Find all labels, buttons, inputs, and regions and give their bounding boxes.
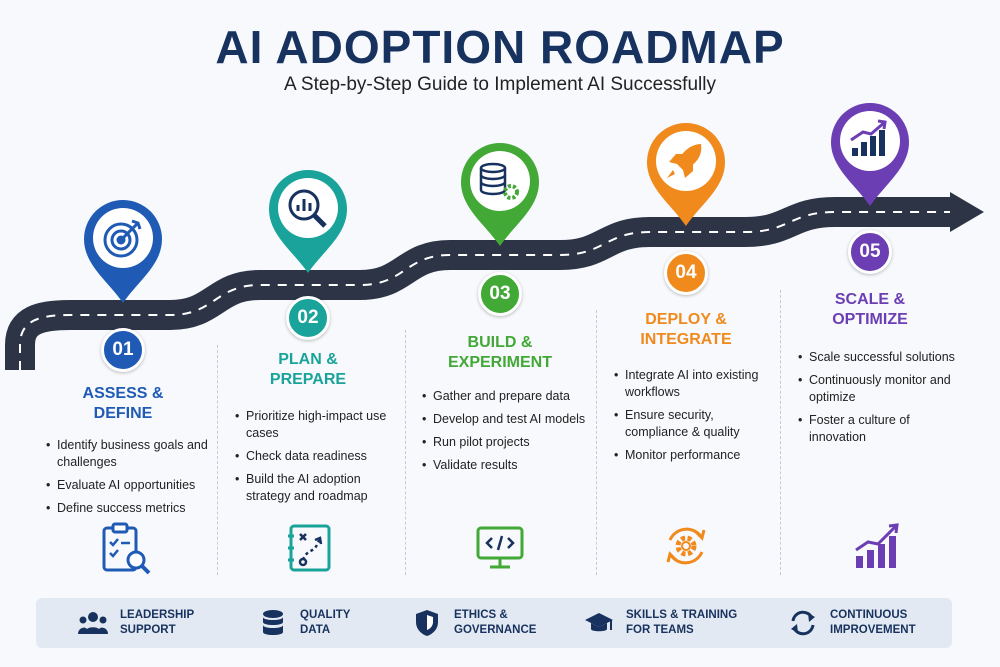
step-2-pin [269, 170, 347, 273]
step-1-title: ASSESS & DEFINE [82, 385, 164, 422]
footer-item-ethics: ETHICS & GOVERNANCE [412, 598, 536, 648]
footer-item-data: QUALITY DATA [258, 598, 350, 648]
road-arrow-icon [950, 192, 984, 232]
list-item: Continuously monitor and optimize [798, 372, 958, 406]
database-icon [263, 610, 283, 635]
list-item: Build the AI adoption strategy and roadm… [235, 471, 400, 505]
column-divider [405, 330, 406, 575]
step-4-pin [647, 123, 725, 226]
success-factors-bar: LEADERSHIP SUPPORT QUALITY DATA ETHICS &… [36, 598, 952, 648]
list-item: Run pilot projects [422, 434, 587, 451]
footer-label: SKILLS & TRAINING FOR TEAMS [626, 609, 738, 636]
graduation-cap-icon [585, 613, 613, 632]
list-item: Evaluate AI opportunities [46, 477, 211, 494]
growth-chart-icon [850, 119, 887, 156]
step-4-list: Integrate AI into existing workflows Ens… [614, 367, 774, 470]
chart-magnifier-icon [288, 189, 327, 228]
page-subtitle: A Step-by-Step Guide to Implement AI Suc… [284, 74, 716, 95]
footer-item-leadership: LEADERSHIP SUPPORT [78, 598, 194, 648]
list-item: Identify business goals and challenges [46, 437, 211, 471]
list-item: Monitor performance [614, 447, 774, 464]
gear-cycle-icon [666, 527, 706, 565]
code-monitor-icon [476, 526, 524, 569]
people-icon [78, 612, 108, 634]
strategy-board-icon [288, 524, 331, 572]
refresh-icon [791, 610, 815, 636]
step-1-number: 01 [101, 328, 145, 372]
step-3-number: 03 [478, 272, 522, 316]
clipboard-search-icon [102, 522, 151, 575]
bar-growth-icon [855, 523, 899, 568]
shield-icon [416, 610, 438, 636]
footer-item-improvement: CONTINUOUS IMPROVEMENT [788, 598, 916, 648]
step-5-pin [831, 103, 909, 206]
list-item: Validate results [422, 457, 587, 474]
step-5-number: 05 [848, 230, 892, 274]
footer-label: QUALITY DATA [300, 609, 351, 636]
rocket-icon [667, 144, 702, 178]
list-item: Prioritize high-impact use cases [235, 408, 400, 442]
step-3-pin [461, 143, 539, 246]
list-item: Develop and test AI models [422, 411, 587, 428]
list-item: Check data readiness [235, 448, 400, 465]
step-2-list: Prioritize high-impact use cases Check d… [235, 408, 400, 511]
page-title: AI ADOPTION ROADMAP [215, 21, 785, 73]
column-divider [780, 290, 781, 575]
list-item: Foster a culture of innovation [798, 412, 958, 446]
step-4-number: 04 [664, 251, 708, 295]
list-item: Define success metrics [46, 500, 211, 517]
step-1-pin [84, 200, 162, 303]
footer-item-skills: SKILLS & TRAINING FOR TEAMS [584, 598, 737, 648]
footer-label: CONTINUOUS IMPROVEMENT [830, 609, 916, 636]
column-divider [217, 345, 218, 575]
step-1-list: Identify business goals and challenges E… [46, 437, 211, 523]
target-icon [103, 219, 142, 258]
column-divider [596, 310, 597, 575]
step-4-title: DEPLOY & INTEGRATE [640, 311, 732, 348]
list-item: Ensure security, compliance & quality [614, 407, 774, 441]
list-item: Gather and prepare data [422, 388, 587, 405]
footer-label: LEADERSHIP SUPPORT [120, 609, 195, 636]
step-3-title: BUILD & EXPERIMENT [447, 334, 552, 371]
step-5-title: SCALE & OPTIMIZE [832, 291, 908, 328]
step-2-number: 02 [286, 296, 330, 340]
step-5-list: Scale successful solutions Continuously … [798, 349, 958, 452]
step-3-list: Gather and prepare data Develop and test… [422, 388, 587, 480]
footer-label: ETHICS & GOVERNANCE [454, 609, 537, 636]
step-2-title: PLAN & PREPARE [269, 351, 347, 388]
list-item: Scale successful solutions [798, 349, 958, 366]
list-item: Integrate AI into existing workflows [614, 367, 774, 401]
database-gear-icon [479, 162, 519, 200]
